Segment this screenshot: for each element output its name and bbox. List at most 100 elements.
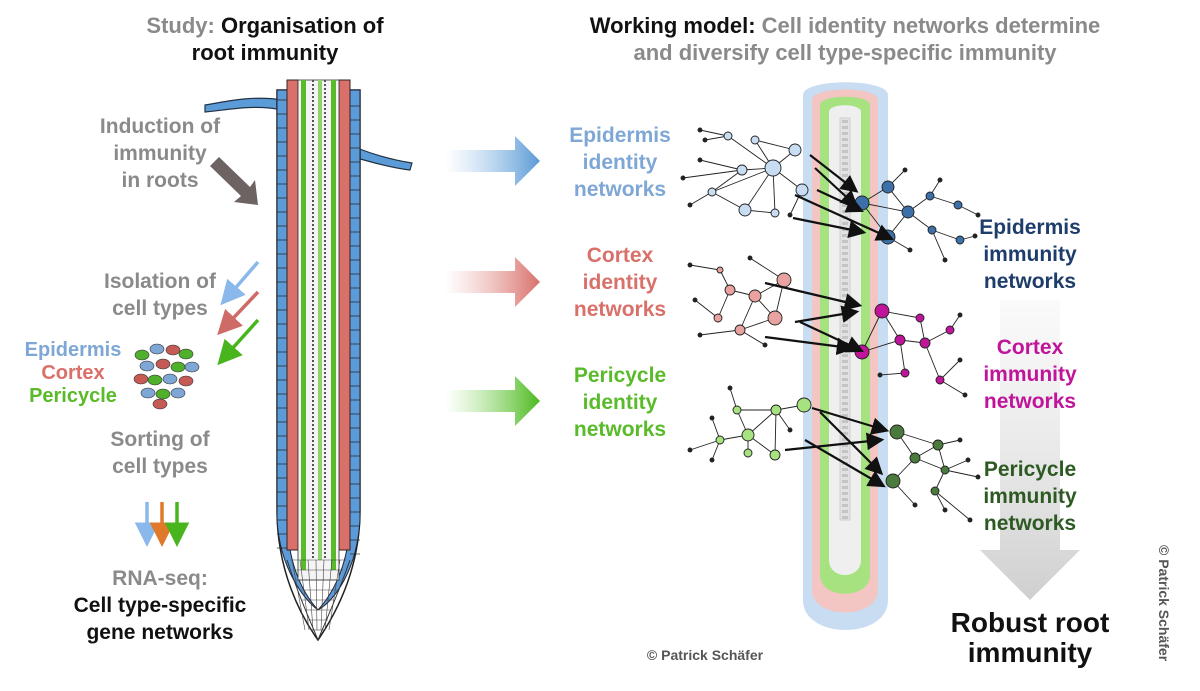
network-epidermis-identity-node-2: [788, 143, 802, 157]
network-cortex-identity-node-10: [697, 332, 703, 338]
network-cortex-immunity-node-9: [957, 357, 963, 363]
network-pericycle-identity-node-9: [687, 447, 693, 453]
left-title-prefix: Study:: [146, 13, 215, 38]
network-cortex-immunity-node-8: [957, 312, 963, 318]
per-id-line2: identity: [582, 391, 658, 414]
transition-arrow-cortex: [445, 257, 540, 307]
network-arrow-7: [764, 335, 855, 356]
network-epidermis-identity-node-11: [702, 137, 708, 143]
network-cortex-identity-node-5: [713, 313, 723, 323]
isolation-arrow-cortex: [217, 290, 260, 336]
cor-imm-line2: immunity: [983, 363, 1077, 386]
per-imm-line1: Pericycle: [983, 458, 1077, 481]
cor-id-line3: networks: [573, 298, 667, 321]
network-pericycle-immunity-node-9: [975, 474, 981, 480]
network-cortex-identity-node-9: [747, 255, 753, 261]
cor-imm-line3: networks: [983, 390, 1077, 413]
network-pericycle-immunity-node-10: [912, 502, 918, 508]
induction-line3: in roots: [121, 169, 199, 192]
network-cortex-identity-node-0: [748, 289, 762, 303]
network-cortex-identity-node-11: [762, 342, 768, 348]
network-epidermis-identity-node-12: [680, 175, 686, 181]
network-pericycle-immunity: [885, 424, 981, 523]
network-cortex-identity-node-1: [776, 272, 792, 288]
network-cortex-immunity-node-0: [874, 303, 890, 319]
cortex-identity-label: Cortex identity networks: [560, 242, 680, 323]
sorted-cell-2: [165, 344, 181, 356]
epi-imm-line2: immunity: [983, 243, 1077, 266]
left-title-line1: Organisation of: [221, 13, 384, 38]
network-pericycle-identity-node-5: [743, 448, 753, 458]
network-arrow-9: [811, 406, 890, 435]
right-title-prefix: Working model:: [589, 13, 756, 38]
rnaseq-line1: Cell type-specific: [73, 594, 247, 617]
sorted-cell-6: [170, 361, 186, 373]
network-epidermis-immunity-node-6: [953, 200, 963, 210]
network-pericycle-immunity-node-5: [930, 486, 940, 496]
network-cortex-identity-node-7: [692, 297, 698, 303]
network-arrow-5: [764, 281, 863, 311]
cor-id-line1: Cortex: [586, 244, 654, 267]
induction-label: Induction of immunity in roots: [90, 113, 230, 194]
network-arrow-12: [784, 432, 885, 452]
label-epidermis: Epidermis: [24, 339, 122, 361]
network-pericycle-immunity-node-6: [965, 457, 971, 463]
network-epidermis-immunity-node-13: [902, 167, 908, 173]
network-cortex-identity-node-6: [716, 266, 724, 274]
network-cortex-immunity-node-7: [915, 313, 925, 323]
network-pericycle-identity: [687, 385, 812, 463]
per-imm-line3: networks: [983, 512, 1077, 535]
network-arrow-4: [794, 193, 895, 241]
epidermis-identity-label: Epidermis identity networks: [560, 122, 680, 203]
network-cortex-identity-node-2: [767, 310, 783, 326]
per-imm-line2: immunity: [983, 485, 1077, 508]
network-epidermis-immunity-node-4: [925, 191, 935, 201]
network-epidermis-immunity-node-9: [942, 257, 948, 263]
network-arrow-0: [809, 154, 859, 193]
network-arrow-10: [819, 411, 884, 476]
network-pericycle-identity-node-4: [769, 449, 781, 461]
network-epidermis-immunity-node-5: [927, 225, 937, 235]
sorted-cell-15: [152, 398, 168, 410]
left-title: Study: Organisation of root immunity: [130, 12, 400, 66]
network-cortex-immunity-node-1: [854, 344, 870, 360]
network-epidermis-immunity-node-10: [972, 233, 978, 239]
network-epidermis-identity-node-10: [687, 202, 693, 208]
network-pericycle-immunity-node-11: [942, 507, 948, 513]
side-credit: © Patrick Schäfer: [1156, 545, 1172, 662]
network-epidermis-immunity-node-3: [901, 205, 915, 219]
network-pericycle-identity-node-10: [709, 457, 715, 463]
outcome-arrow: [980, 300, 1080, 600]
sorted-cell-1: [149, 343, 165, 355]
sorted-cell-11: [178, 375, 194, 387]
network-pericycle-identity-node-1: [796, 397, 812, 413]
root-illustration: [204, 79, 413, 642]
per-id-line3: networks: [573, 418, 667, 441]
transition-arrow-pericycle: [445, 376, 540, 426]
network-epidermis-identity-node-14: [787, 212, 793, 218]
network-epidermis-identity-node-6: [707, 187, 717, 197]
network-cortex-identity-node-8: [687, 262, 693, 268]
sorted-cell-8: [133, 373, 149, 385]
network-pericycle-identity-node-11: [787, 427, 793, 433]
sorted-cell-0: [134, 349, 150, 361]
cor-imm-line1: Cortex: [996, 336, 1064, 359]
sorting-line1: Sorting of: [110, 428, 210, 451]
cell-cluster: [133, 343, 200, 410]
network-epidermis-identity-node-0: [764, 159, 782, 177]
network-cortex-immunity-node-11: [962, 392, 968, 398]
per-id-line1: Pericycle: [573, 364, 667, 387]
outcome-line1: Robust root: [950, 607, 1110, 638]
sorted-cell-9: [147, 374, 163, 386]
network-arrow-3: [792, 216, 867, 238]
epi-imm-line3: networks: [983, 270, 1077, 293]
network-pericycle-identity-node-7: [709, 415, 715, 421]
network-cortex-identity-node-3: [724, 284, 736, 296]
cor-id-line2: identity: [582, 271, 658, 294]
network-epidermis-identity-node-4: [738, 203, 752, 217]
network-cortex-immunity-node-3: [919, 337, 931, 349]
network-arrow-2: [816, 189, 864, 213]
right-title-line1: Cell identity networks determine: [761, 13, 1101, 38]
network-epidermis-immunity-node-11: [975, 212, 981, 218]
